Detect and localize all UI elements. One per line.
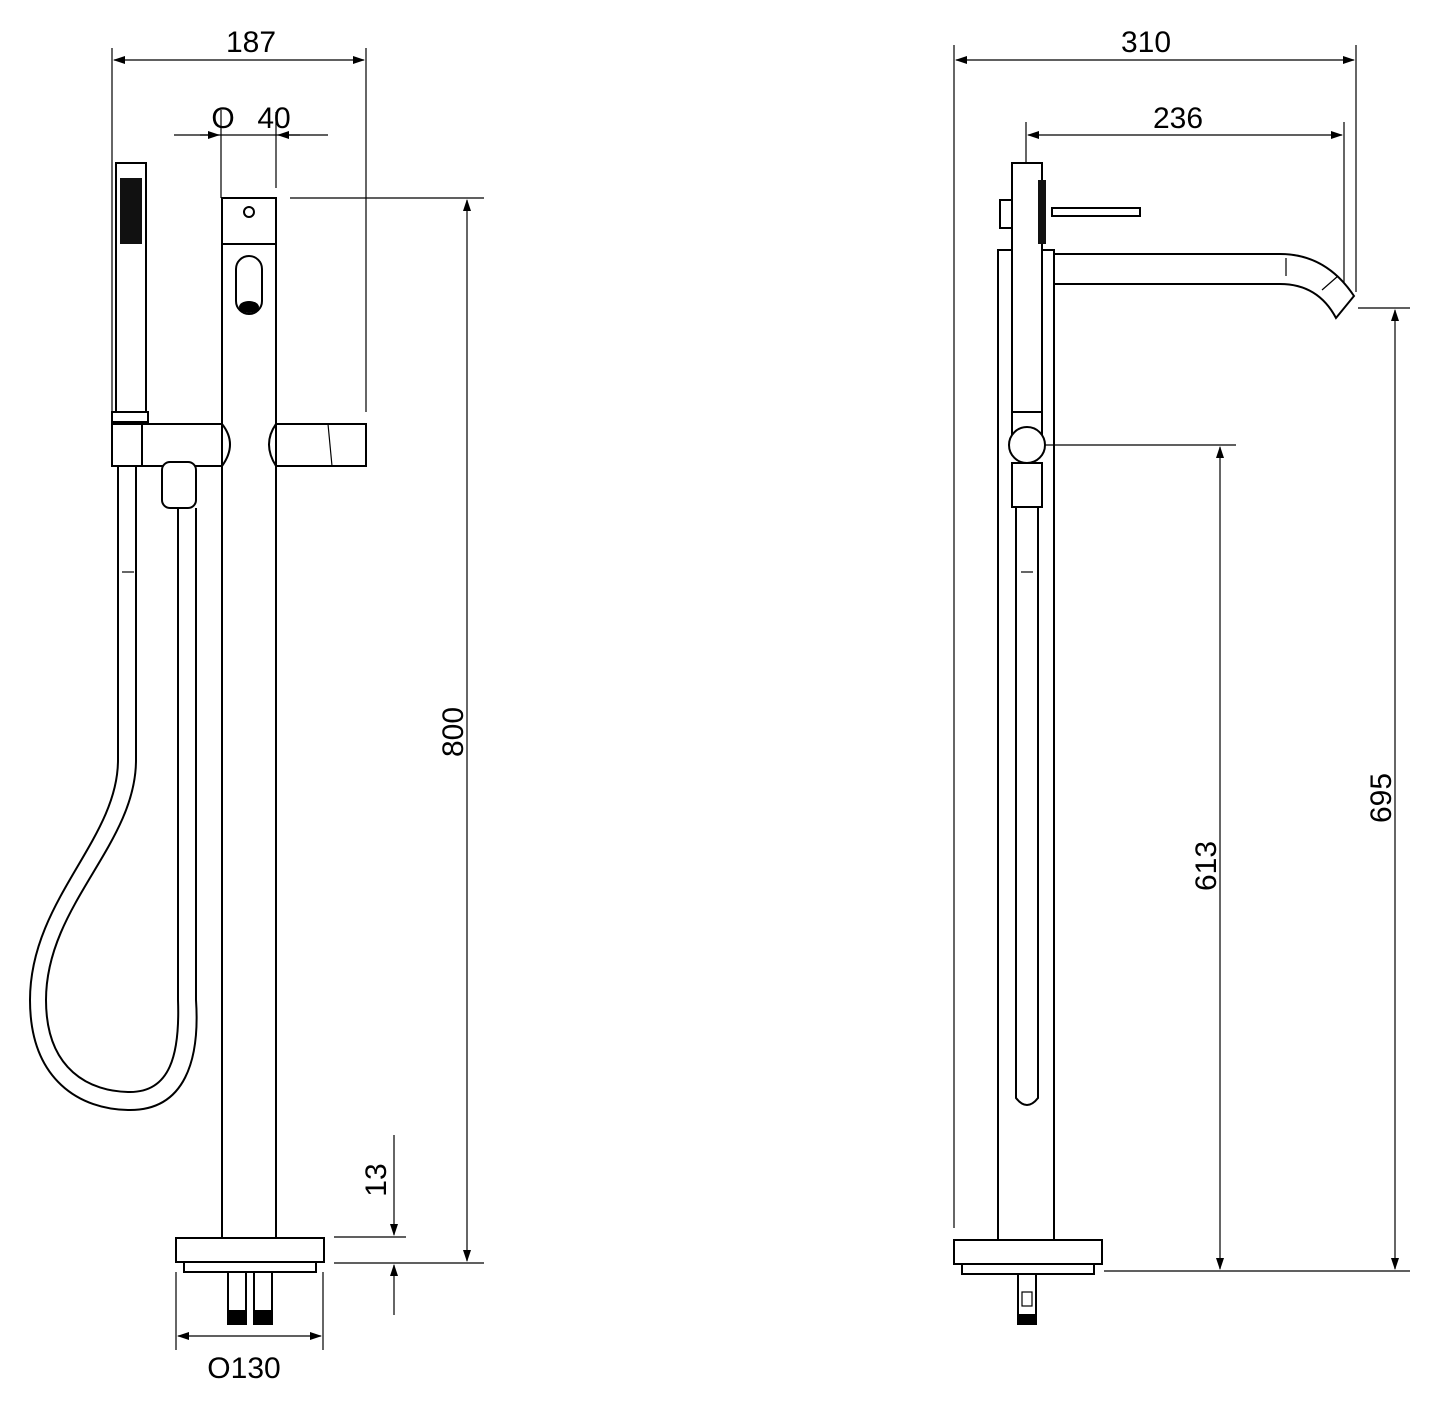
side-view: 310 236 613 695: [953, 26, 1410, 1325]
dim-front-width-label: 187: [226, 26, 276, 59]
mixer-body: [221, 197, 277, 1239]
dim-base-thickness-label: 13: [360, 1163, 393, 1196]
front-base: [175, 1237, 325, 1325]
dim-side-handle-height-label: 613: [1190, 841, 1223, 891]
dim-front-diameter-symbol: O: [211, 102, 234, 135]
hand-shower: [111, 162, 149, 423]
dim-base-diameter-label: O130: [207, 1352, 280, 1385]
dim-side-handle-height: 613: [1042, 444, 1236, 1270]
dim-front-height-label: 800: [437, 707, 470, 757]
shower-hose: [28, 461, 198, 1112]
dim-base-thickness: 13: [334, 1135, 406, 1315]
dim-side-reach: 236: [1025, 102, 1345, 292]
dim-front-height: 800: [290, 197, 484, 1264]
shower-holder: [111, 423, 367, 467]
dim-front-offset-label: 40: [257, 102, 290, 135]
dim-side-spout-height-label: 695: [1365, 773, 1398, 823]
shower-nozzles: [120, 178, 142, 244]
dim-base-diameter: O130: [175, 1272, 324, 1385]
dim-front-offset: O 40: [174, 102, 328, 198]
dim-side-reach-label: 236: [1153, 102, 1203, 135]
dim-side-depth: 310: [953, 26, 1357, 1228]
dim-front-width: 187: [111, 26, 367, 430]
front-view: 187 O 40 800 13: [28, 26, 484, 1385]
dim-side-spout-height: 695: [1104, 307, 1410, 1272]
side-body: [997, 162, 1356, 1241]
side-base: [953, 1239, 1103, 1325]
dim-side-depth-label: 310: [1121, 26, 1171, 59]
